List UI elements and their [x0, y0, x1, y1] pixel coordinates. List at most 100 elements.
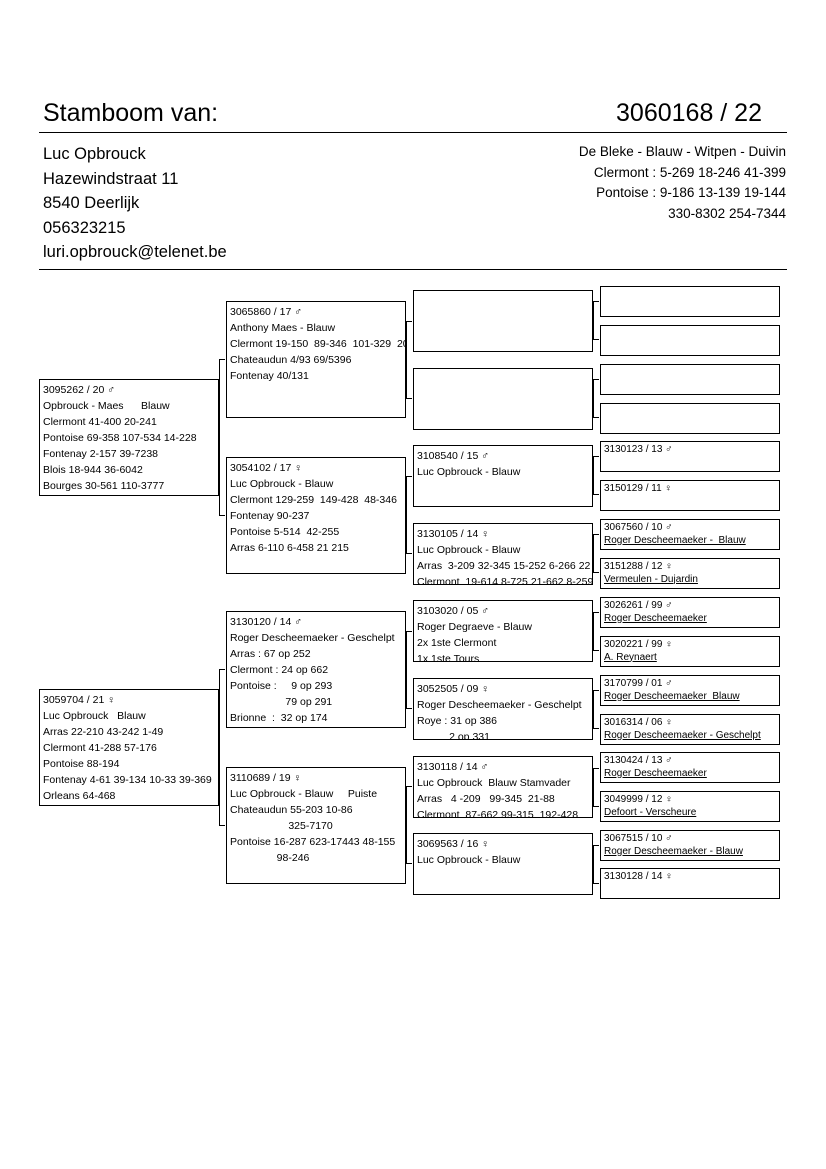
- pedigree-line: Roger Descheemaeker: [604, 612, 707, 624]
- description-line: Clermont : 5-269 18-246 41-399: [593, 164, 786, 180]
- pedigree-line: Arras 6-110 6-458 21 215: [230, 542, 349, 554]
- pedigree-box-g4-7: 3067560 / 10 ♂ Roger Descheemaeker - Bla…: [600, 519, 780, 550]
- pedigree-line: Anthony Maes - Blauw: [230, 322, 336, 334]
- ring-label: 3110689 / 19 ♀: [230, 772, 302, 784]
- pedigree-box-fff: [413, 290, 593, 352]
- ring-label: 3130118 / 14 ♂: [417, 761, 489, 773]
- connector: [593, 845, 599, 884]
- pedigree-line: Chateaudun 55-203 10-86: [230, 804, 353, 816]
- pedigree-line: 325-7170: [230, 820, 333, 832]
- ring-label: 3130105 / 14 ♀: [417, 528, 490, 540]
- pedigree-line: Arras 3-209 32-345 15-252 6-266 22: [417, 560, 591, 572]
- pedigree-box-fmm: 3130105 / 14 ♀ Luc Opbrouck - Blauw Arra…: [413, 523, 593, 585]
- owner-city: 8540 Deerlijk: [43, 194, 140, 212]
- pedigree-line: 1x 1ste Tours: [417, 653, 480, 662]
- pedigree-line: Arras 22-210 43-242 1-49: [43, 726, 164, 738]
- owner-phone: 056323215: [43, 218, 126, 237]
- connector: [219, 669, 225, 826]
- pedigree-line: Fontenay 2-157 39-7238: [43, 448, 159, 460]
- ring-label: 3052505 / 09 ♀: [417, 683, 490, 695]
- owner-street: Hazewindstraat 11: [43, 169, 179, 188]
- pedigree-box-g4-4: [600, 403, 780, 434]
- owner-email: luri.opbrouck@telenet.be: [43, 243, 227, 261]
- pedigree-line: Roger Descheemaeker - Geschelpt: [417, 699, 582, 711]
- pedigree-line: Pontoise 16-287 623-17443 48-155: [230, 836, 396, 848]
- ring-label: 3130123 / 13 ♂: [604, 444, 673, 455]
- pedigree-line: Opbrouck - Maes Blauw: [43, 400, 170, 412]
- pedigree-line: Defoort - Verscheure: [604, 806, 697, 818]
- pedigree-box-mfm: 3052505 / 09 ♀ Roger Descheemaeker - Ges…: [413, 678, 593, 740]
- pedigree-box-g4-11: 3170799 / 01 ♂ Roger Descheemaeker Blauw: [600, 675, 780, 706]
- ring-label: 3026261 / 99 ♂: [604, 600, 673, 611]
- pedigree-line: Arras : 67 op 252: [230, 648, 311, 660]
- ring-label: 3103020 / 05 ♂: [417, 605, 490, 617]
- pedigree-line: Clermont 19-150 89-346 101-329 20-: [230, 338, 406, 350]
- pedigree-line: Fontenay 4-61 39-134 10-33 39-369: [43, 774, 212, 786]
- ring-label: 3059704 / 21 ♀: [43, 694, 116, 706]
- connector: [406, 631, 412, 709]
- pedigree-box-mmf: 3130118 / 14 ♂ Luc Opbrouck Blauw Stamva…: [413, 756, 593, 818]
- pedigree-line: Clermont 19-614 8-725 21-662 8-259: [417, 576, 593, 585]
- ring-number: 3060168 / 22: [616, 99, 762, 127]
- ring-label: 3130120 / 14 ♂: [230, 616, 303, 628]
- pedigree-line: Blois 18-944 36-6042: [43, 464, 143, 476]
- connector: [593, 768, 599, 807]
- connector: [219, 359, 225, 516]
- ring-label: 3016314 / 06 ♀: [604, 717, 673, 728]
- pedigree-box-mmm: 3069563 / 16 ♀ Luc Opbrouck - Blauw: [413, 833, 593, 895]
- ring-label: 3095262 / 20 ♂: [43, 384, 116, 396]
- ring-label: 3130424 / 13 ♂: [604, 755, 673, 766]
- description-line: De Bleke - Blauw - Witpen - Duivin: [578, 144, 786, 159]
- pedigree-box-g4-1: [600, 286, 780, 317]
- pedigree-line: Vermeulen - Dujardin: [604, 573, 698, 585]
- connector: [406, 786, 412, 864]
- pedigree-line: 98-246: [230, 852, 310, 864]
- pedigree-line: Pontoise : 9 op 293: [230, 680, 333, 692]
- pedigree-line: Roger Descheemaeker - Geschelpt: [230, 632, 395, 644]
- pedigree-line: Roger Descheemaeker Blauw: [604, 690, 740, 702]
- ring-label: 3150129 / 11 ♀: [604, 483, 672, 494]
- pedigree-line: Arras 4 -209 99-345 21-88: [417, 793, 555, 805]
- page-title: Stamboom van:: [43, 99, 219, 127]
- pedigree-line: Roye : 31 op 386: [417, 715, 497, 727]
- pedigree-box-mf: 3130120 / 14 ♂ Roger Descheemaeker - Ges…: [226, 611, 406, 728]
- pedigree-line: Luc Opbrouck - Blauw: [417, 466, 521, 478]
- pedigree-line: Pontoise 5-514 42-255: [230, 526, 340, 538]
- pedigree-box-g4-16: 3130128 / 14 ♀: [600, 868, 780, 899]
- pedigree-line: Brionne : 32 op 174: [230, 712, 328, 724]
- pedigree-line: Luc Opbrouck - Blauw: [417, 854, 521, 866]
- pedigree-line: Roger Descheemaeker - Blauw: [604, 845, 743, 857]
- pedigree-line: Clermont 87-662 99-315 192-428: [417, 809, 579, 818]
- pedigree-line: Luc Opbrouck Blauw Stamvader: [417, 777, 571, 789]
- pedigree-line: Clermont 41-288 57-176: [43, 742, 157, 754]
- pedigree-line: Roger Descheemaeker: [604, 767, 707, 779]
- connector: [593, 612, 599, 651]
- pedigree-box-ffm: [413, 368, 593, 430]
- pedigree-box-mff: 3103020 / 05 ♂ Roger Degraeve - Blauw 2x…: [413, 600, 593, 662]
- pedigree-line: Clermont 129-259 149-428 48-346: [230, 494, 397, 506]
- owner-block: Luc Opbrouck Hazewindstraat 11 8540 Deer…: [43, 142, 227, 265]
- pedigree-line: Clermont 41-400 20-241: [43, 416, 157, 428]
- pedigree-box-g4-9: 3026261 / 99 ♂ Roger Descheemaeker: [600, 597, 780, 628]
- pedigree-box-ff: 3065860 / 17 ♂ Anthony Maes - Blauw Cler…: [226, 301, 406, 418]
- header-rule: [39, 132, 787, 133]
- pedigree-line: 2 op 331: [417, 731, 490, 740]
- pedigree-line: Bourges 30-561 110-3777: [43, 480, 165, 492]
- ring-label: 3151288 / 12 ♀: [604, 561, 673, 572]
- ring-label: 3020221 / 99 ♀: [604, 639, 673, 650]
- pedigree-line: Pontoise 88-194: [43, 758, 120, 770]
- pedigree-line: 79 op 291: [230, 696, 333, 708]
- pedigree-box-fmf: 3108540 / 15 ♂ Luc Opbrouck - Blauw: [413, 445, 593, 507]
- connector: [593, 301, 599, 340]
- pedigree-box-g4-15: 3067515 / 10 ♂ Roger Descheemaeker - Bla…: [600, 830, 780, 861]
- connector: [406, 321, 412, 399]
- pedigree-line: Roger Descheemaeker - Blauw: [604, 534, 746, 546]
- pedigree-line: Fontenay 90-237: [230, 510, 310, 522]
- pedigree-box-g4-14: 3049999 / 12 ♀ Defoort - Verscheure: [600, 791, 780, 822]
- pedigree-line: Luc Opbrouck - Blauw Puiste: [230, 788, 378, 800]
- pedigree-box-fm: 3054102 / 17 ♀ Luc Opbrouck - Blauw Cler…: [226, 457, 406, 574]
- connector: [593, 456, 599, 495]
- pedigree-line: Chateaudun 4/93 69/5396: [230, 354, 352, 366]
- connector: [593, 690, 599, 729]
- ring-label: 3170799 / 01 ♂: [604, 678, 673, 689]
